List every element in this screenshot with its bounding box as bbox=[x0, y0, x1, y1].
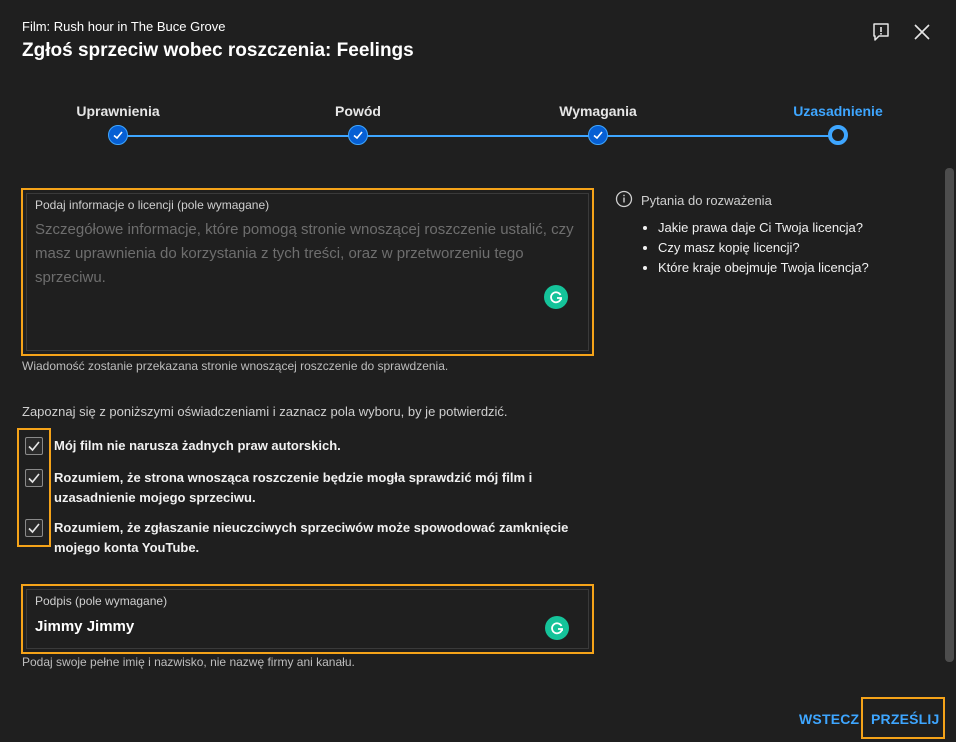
questions-heading: Pytania do rozważenia bbox=[641, 193, 772, 208]
declarations-instructions: Zapoznaj się z poniższymi oświadczeniami… bbox=[22, 404, 508, 419]
scrollbar-thumb[interactable] bbox=[945, 168, 954, 662]
signature-input-border bbox=[26, 589, 589, 649]
grammarly-icon[interactable] bbox=[545, 616, 569, 640]
info-icon bbox=[615, 190, 633, 211]
license-helper-text: Wiadomość zostanie przekazana stronie wn… bbox=[22, 359, 449, 373]
check-icon bbox=[28, 473, 40, 484]
declaration-checkbox-2[interactable] bbox=[25, 469, 43, 487]
signature-input[interactable]: Jimmy Jimmy bbox=[35, 618, 135, 635]
license-info-field[interactable]: Podaj informacje o licencji (pole wymaga… bbox=[21, 188, 594, 356]
submit-button[interactable]: PRZEŚLIJ bbox=[871, 711, 940, 727]
license-textarea[interactable]: Szczegółowe informacje, które pomogą str… bbox=[35, 221, 574, 286]
progress-stepper: Uprawnienia Powód Wymagania Uzasadnienie bbox=[0, 96, 956, 156]
questions-panel: Pytania do rozważenia Jakie prawa daje C… bbox=[615, 190, 915, 278]
grammarly-icon[interactable] bbox=[544, 285, 568, 309]
step-done-check-icon bbox=[348, 125, 368, 145]
step-done-check-icon bbox=[588, 125, 608, 145]
license-field-label: Podaj informacje o licencji (pole wymaga… bbox=[35, 198, 270, 212]
signature-field[interactable]: Podpis (pole wymagane) Jimmy Jimmy bbox=[21, 584, 594, 654]
step-label-uzasadnienie: Uzasadnienie bbox=[793, 103, 883, 119]
step-label-wymagania: Wymagania bbox=[559, 103, 637, 119]
check-icon bbox=[28, 441, 40, 452]
declaration-text-2: Rozumiem, że strona wnosząca roszczenie … bbox=[54, 470, 533, 505]
signature-field-label: Podpis (pole wymagane) bbox=[35, 594, 168, 608]
submit-highlight bbox=[861, 697, 945, 739]
declaration-text-3: Rozumiem, że zgłaszanie nieuczciwych spr… bbox=[54, 520, 569, 555]
step-label-uprawnienia: Uprawnienia bbox=[76, 103, 160, 119]
questions-list: Jakie prawa daje Ci Twoja licencja? Czy … bbox=[615, 218, 915, 278]
question-item: Jakie prawa daje Ci Twoja licencja? bbox=[658, 218, 915, 238]
declaration-checkbox-1[interactable] bbox=[25, 437, 43, 455]
check-icon bbox=[28, 523, 40, 534]
step-current-indicator bbox=[828, 125, 848, 145]
declaration-checkbox-3[interactable] bbox=[25, 519, 43, 537]
close-icon[interactable] bbox=[910, 20, 934, 44]
question-item: Czy masz kopię licencji? bbox=[658, 238, 915, 258]
declaration-text-1: Mój film nie narusza żadnych praw autors… bbox=[54, 438, 341, 453]
question-item: Które kraje obejmuje Twoja licencja? bbox=[658, 258, 915, 278]
step-done-check-icon bbox=[108, 125, 128, 145]
license-input-border bbox=[26, 193, 589, 351]
feedback-icon[interactable] bbox=[869, 20, 893, 44]
signature-helper-text: Podaj swoje pełne imię i nazwisko, nie n… bbox=[22, 655, 355, 669]
dialog-title: Zgłoś sprzeciw wobec roszczenia: Feeling… bbox=[22, 40, 414, 61]
video-subtitle: Film: Rush hour in The Buce Grove bbox=[22, 19, 226, 34]
checkbox-highlight bbox=[17, 428, 51, 547]
stepper-track bbox=[118, 135, 838, 137]
step-label-powod: Powód bbox=[335, 103, 381, 119]
back-button[interactable]: WSTECZ bbox=[799, 711, 860, 727]
